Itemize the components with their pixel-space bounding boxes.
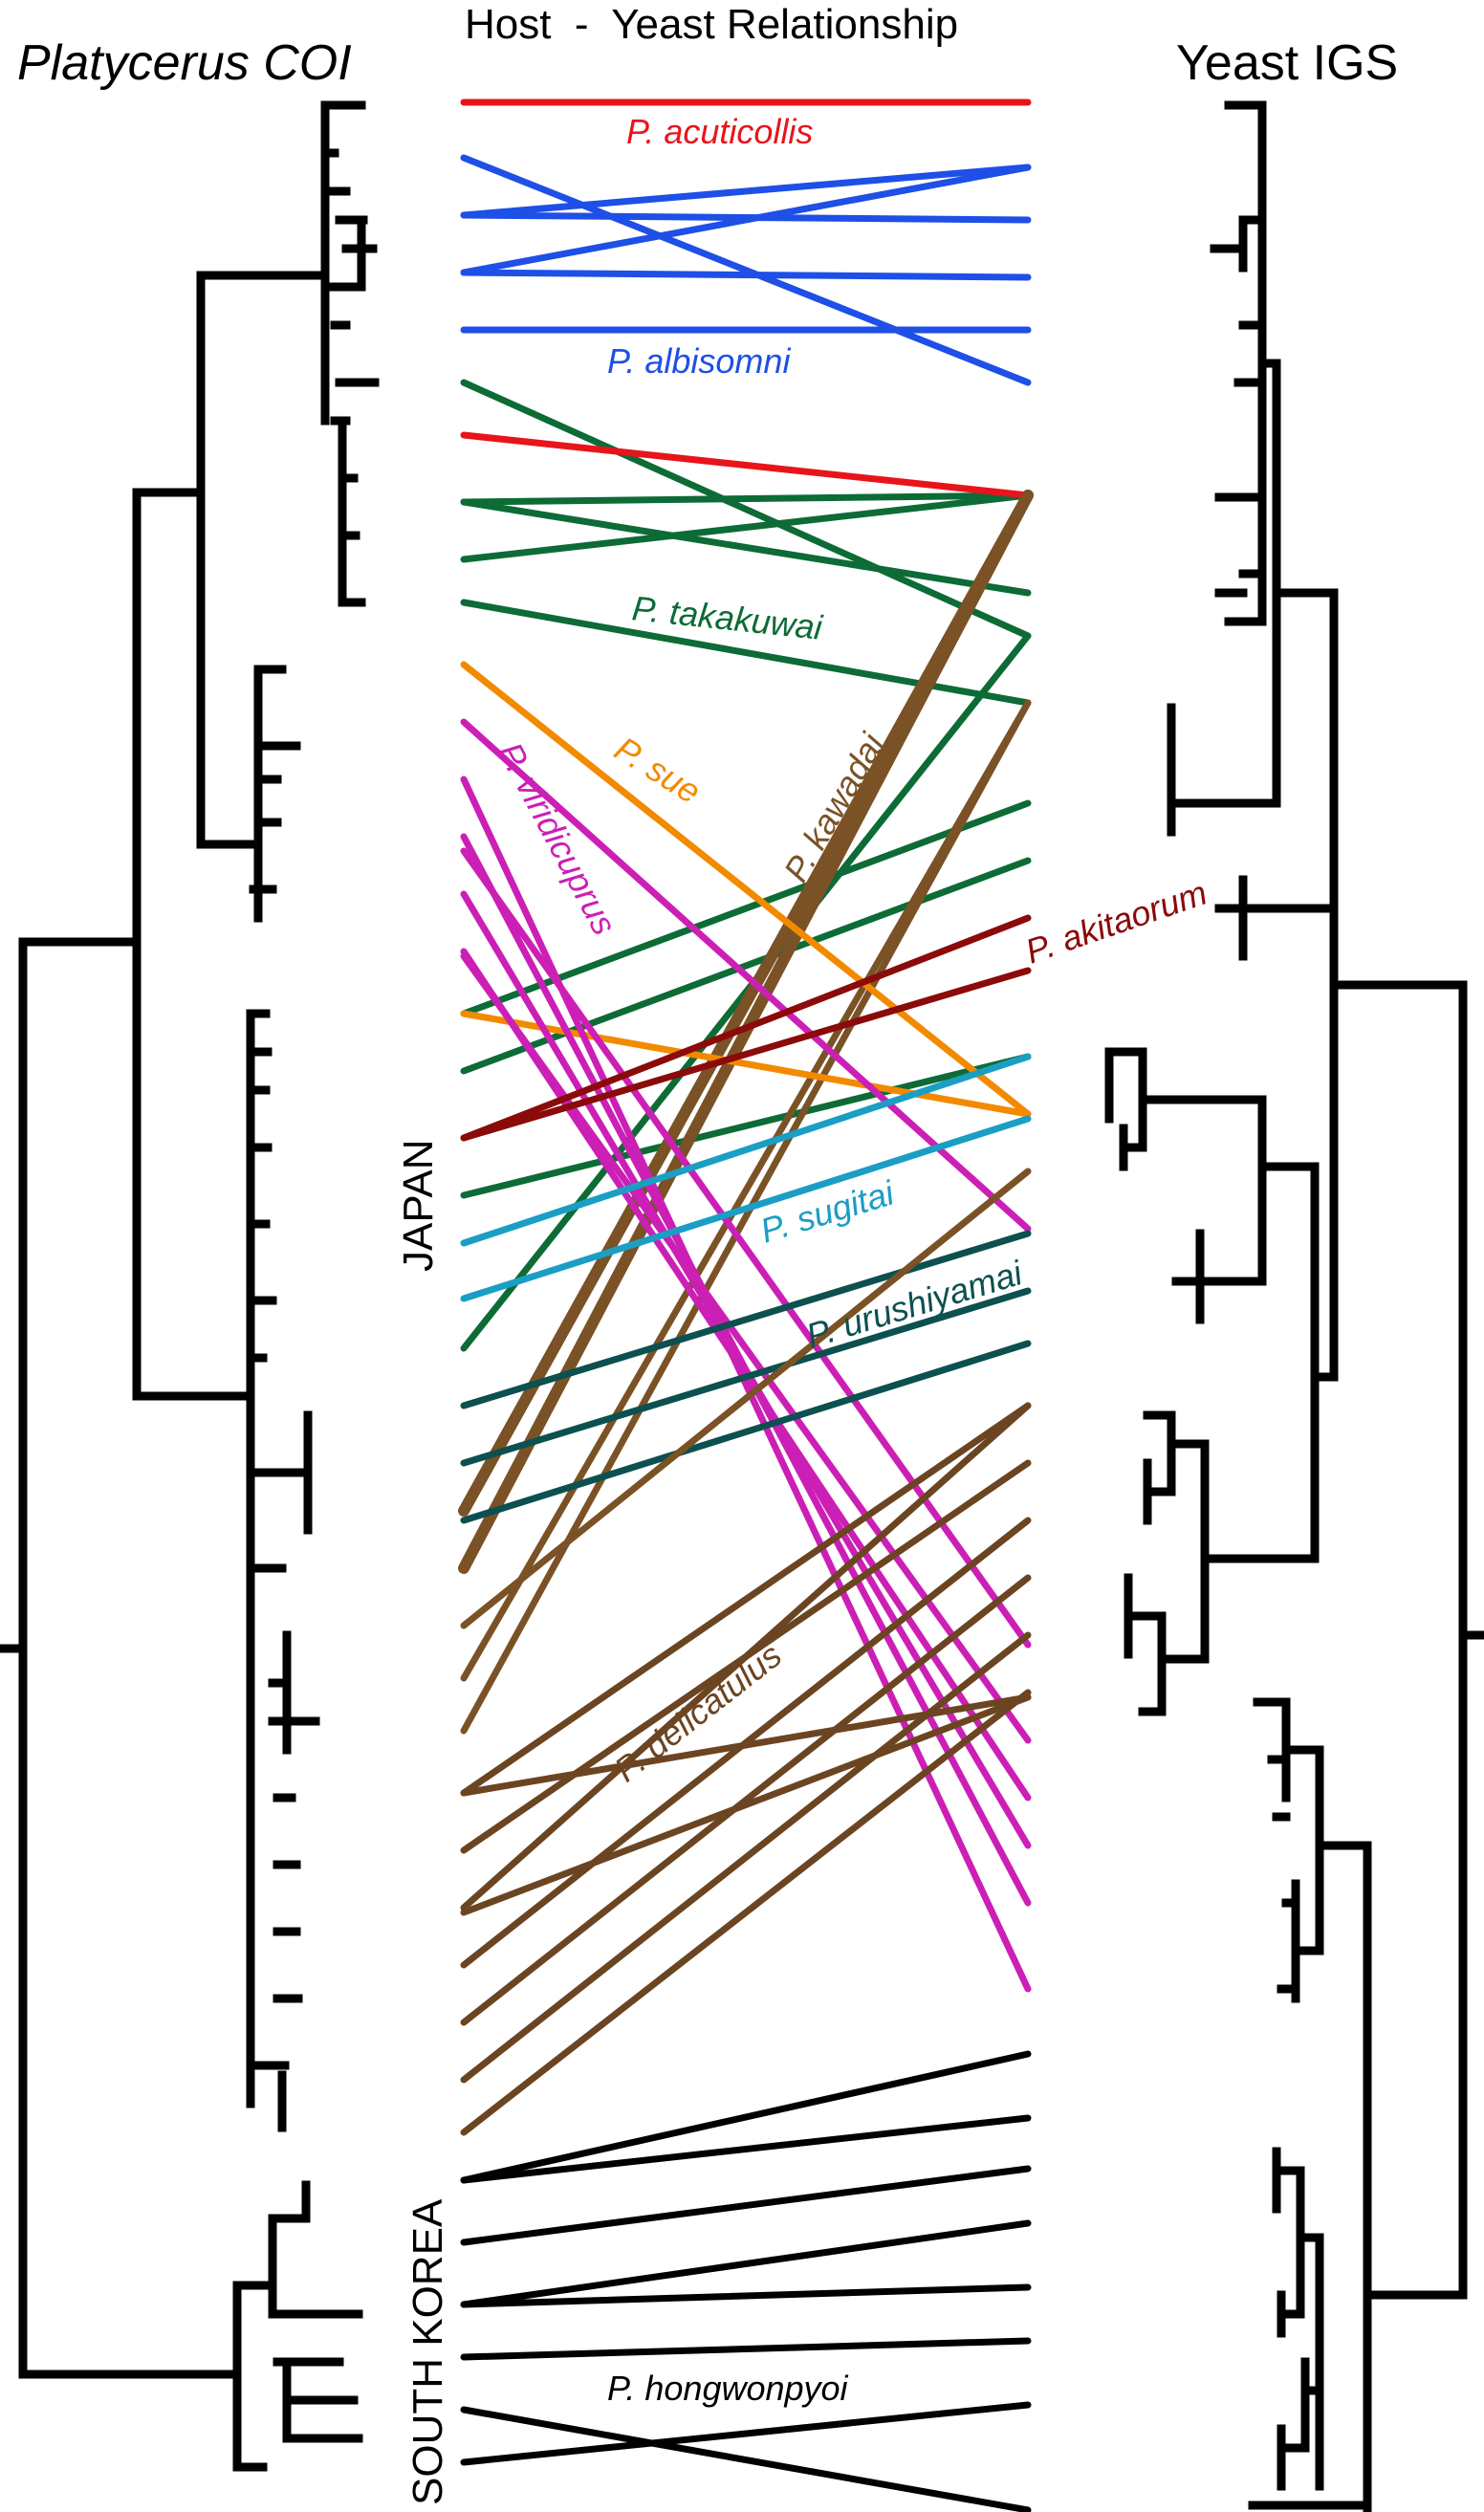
tangle-takakuwai xyxy=(460,379,1032,1352)
host-tree-title: Platycerus COI xyxy=(17,35,352,91)
tangle-delicatulus xyxy=(460,1168,1032,2136)
tangle-sugitai xyxy=(460,1053,1032,1302)
tangle-sue xyxy=(460,661,1032,1118)
tangle-albisomni xyxy=(460,154,1032,386)
label-delicatulus: P. delicatulus xyxy=(607,1635,789,1789)
tangle-hongwonpyoi xyxy=(460,2050,1032,2512)
label-albisomni: P. albisomni xyxy=(607,341,791,381)
label-viridicuprus: P. viridicuprus xyxy=(491,736,624,942)
region-south-korea: SOUTH KOREA xyxy=(404,2198,451,2505)
yeast-phylogenetic-tree xyxy=(1104,100,1484,2512)
region-japan: JAPAN xyxy=(395,1139,442,1272)
tangle-akitaorum xyxy=(460,914,1032,1142)
tangle-urushiyamai xyxy=(460,1230,1032,1524)
label-sue: P. sue xyxy=(608,729,708,811)
label-hongwonpyoi: P. hongwonpyoi xyxy=(607,2369,849,2408)
yeast-tree-title: Yeast IGS xyxy=(1176,35,1398,91)
label-akitaorum: P. akitaorum xyxy=(1020,873,1211,972)
tangle-acuticollis-2 xyxy=(460,431,1032,499)
tangle-kawadai xyxy=(458,490,1034,1735)
label-acuticollis: P. acuticollis xyxy=(626,112,813,151)
host-phylogenetic-tree xyxy=(0,100,380,2472)
diagram-title: Host - Yeast Relationship xyxy=(465,1,958,48)
